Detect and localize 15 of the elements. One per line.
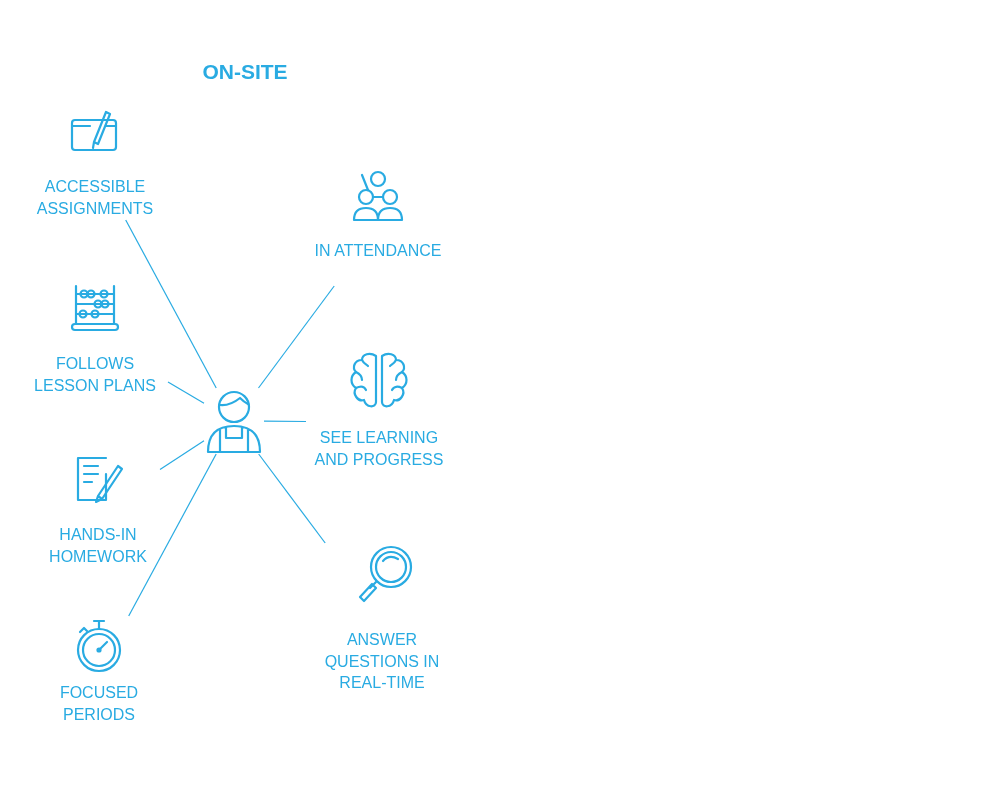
item-label: ACCESSIBLE ASSIGNMENTS <box>35 177 155 219</box>
item-label: SEE LEARNING AND PROGRESS <box>313 428 445 470</box>
connector-line <box>125 219 217 389</box>
connector-line <box>167 381 205 404</box>
item-label: FOLLOWS LESSON PLANS <box>33 354 157 396</box>
item-label: HANDS-IN HOMEWORK <box>48 525 148 567</box>
heading: ON-SITE <box>201 60 289 84</box>
connector-line <box>128 453 217 617</box>
item-label: IN ATTENDANCE <box>313 241 443 261</box>
item-label: FOCUSED PERIODS <box>58 683 140 725</box>
connector-line <box>257 285 335 389</box>
connector-line <box>258 453 326 544</box>
connector-line <box>159 440 205 471</box>
item-label: ANSWER QUESTIONS IN REAL-TIME <box>323 630 441 693</box>
connector-line <box>263 420 307 423</box>
